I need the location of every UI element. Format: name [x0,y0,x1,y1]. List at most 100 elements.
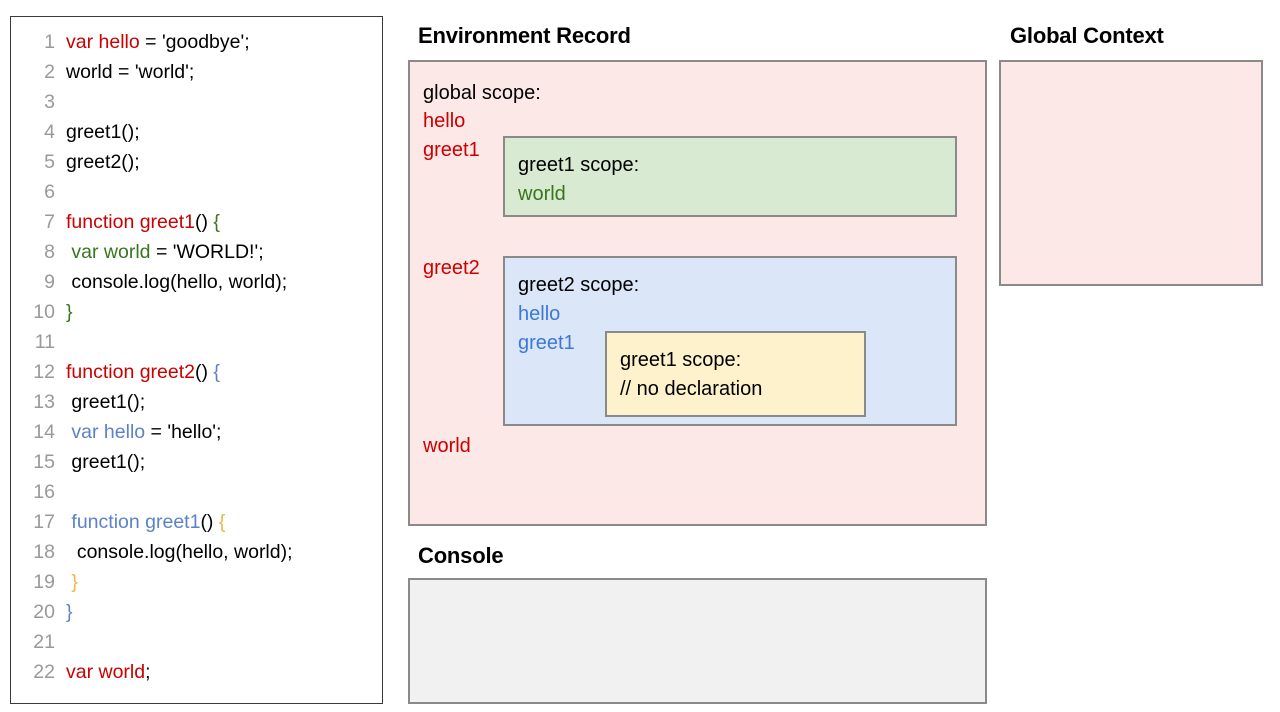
code-token: console.log(hello, world); [66,271,288,293]
greet2-binding-hello: hello [518,303,561,325]
code-line: 13 greet1(); [11,387,382,417]
code-line: 14 var hello = 'hello'; [11,417,382,447]
code-token: greet2(); [66,151,140,173]
greet2-scope-label: greet2 scope: [518,274,640,296]
code-line-number: 8 [44,241,55,263]
environment-record-title: Environment Record [418,23,631,48]
code-line-text: function greet2() { [55,357,220,387]
code-token: function greet1 [71,511,201,533]
code-line: 2 world = 'world'; [11,57,382,87]
greet1-inner-scope-label: greet1 scope: [620,349,742,371]
code-line-number: 1 [44,31,55,53]
global-binding-greet2: greet2 [423,257,480,279]
code-line-text: var world; [55,657,151,687]
code-line-number: 5 [44,151,55,173]
code-token: var world [71,241,151,263]
code-line-text: } [55,597,73,627]
code-line-number: 7 [44,211,55,233]
code-token: = 'WORLD!'; [150,241,264,263]
code-line-text: function greet1() { [55,207,220,237]
code-line-number: 15 [33,451,55,473]
greet2-scope-box: greet2 scope: hello greet1 greet1 scope:… [503,256,957,426]
code-line-text: world = 'world'; [55,57,194,87]
code-line-text: greet1(); [55,117,140,147]
code-line-text: greet1(); [55,387,145,417]
code-line-text: console.log(hello, world); [55,537,293,567]
code-token: { [213,361,220,383]
code-line-number: 19 [33,571,55,593]
code-line-number: 10 [33,301,55,323]
code-line: 15 greet1(); [11,447,382,477]
code-token: } [71,571,78,593]
code-line: 5 greet2(); [11,147,382,177]
code-token: () [200,511,219,533]
greet1-binding-world: world [518,183,566,205]
code-line: 21 [11,627,382,657]
code-line-number: 14 [33,421,55,443]
console-output-box [408,578,987,704]
code-token: function greet1 [66,211,196,233]
code-line-text: function greet1() { [55,507,225,537]
code-token: console.log(hello, world); [66,541,293,563]
code-line-number: 9 [44,271,55,293]
code-line: 17 function greet1() { [11,507,382,537]
code-line-number: 22 [33,661,55,683]
code-token: world = 'world'; [66,61,195,83]
code-line-number: 4 [44,121,55,143]
code-line-number: 12 [33,361,55,383]
code-line-number: 6 [44,181,55,203]
console-title: Console [418,543,504,568]
code-token: greet1(); [66,121,140,143]
code-line-text: } [55,297,73,327]
code-line-number: 3 [44,91,55,113]
global-scope-label: global scope: [423,82,541,104]
code-token: { [213,211,220,233]
code-line: 16 [11,477,382,507]
code-token: () [195,211,214,233]
code-line: 3 [11,87,382,117]
code-line: 11 [11,327,382,357]
code-line-number: 17 [33,511,55,533]
code-line-text: var hello = 'goodbye'; [55,27,250,57]
code-token: var world [66,661,146,683]
code-token: = 'goodbye'; [139,31,250,53]
code-line-number: 11 [34,331,55,353]
code-line: 19 } [11,567,382,597]
code-line: 9 console.log(hello, world); [11,267,382,297]
greet1-scope-label: greet1 scope: [518,154,640,176]
code-line-text: var world = 'WORLD!'; [55,237,264,267]
code-line: 8 var world = 'WORLD!'; [11,237,382,267]
code-line: 10} [11,297,382,327]
global-binding-greet1: greet1 [423,139,480,161]
environment-record-box: global scope: hello greet1 greet2 world … [408,60,987,526]
code-token: function greet2 [66,361,196,383]
code-token: = 'hello'; [145,421,222,443]
code-token: ; [145,661,151,683]
code-line-text: var hello = 'hello'; [55,417,221,447]
code-line: 20} [11,597,382,627]
global-binding-world: world [423,435,471,457]
code-line-text: } [55,567,78,597]
code-line: 18 console.log(hello, world); [11,537,382,567]
greet1-inner-scope-note: // no declaration [620,378,763,400]
code-token: () [195,361,214,383]
code-token: greet1(); [66,391,146,413]
code-line: 6 [11,177,382,207]
code-token: } [66,601,73,623]
code-token: } [66,301,73,323]
global-context-title: Global Context [1010,23,1164,48]
greet1-inner-scope-box: greet1 scope: // no declaration [605,331,866,417]
greet2-binding-greet1: greet1 [518,332,575,354]
code-token: var hello [66,31,140,53]
code-line-number: 18 [33,541,55,563]
global-context-box [999,60,1263,286]
code-line-text: greet1(); [55,447,145,477]
code-line-number: 2 [44,61,55,83]
global-binding-hello: hello [423,110,466,132]
code-line-text: console.log(hello, world); [55,267,287,297]
code-token: greet1(); [66,451,146,473]
